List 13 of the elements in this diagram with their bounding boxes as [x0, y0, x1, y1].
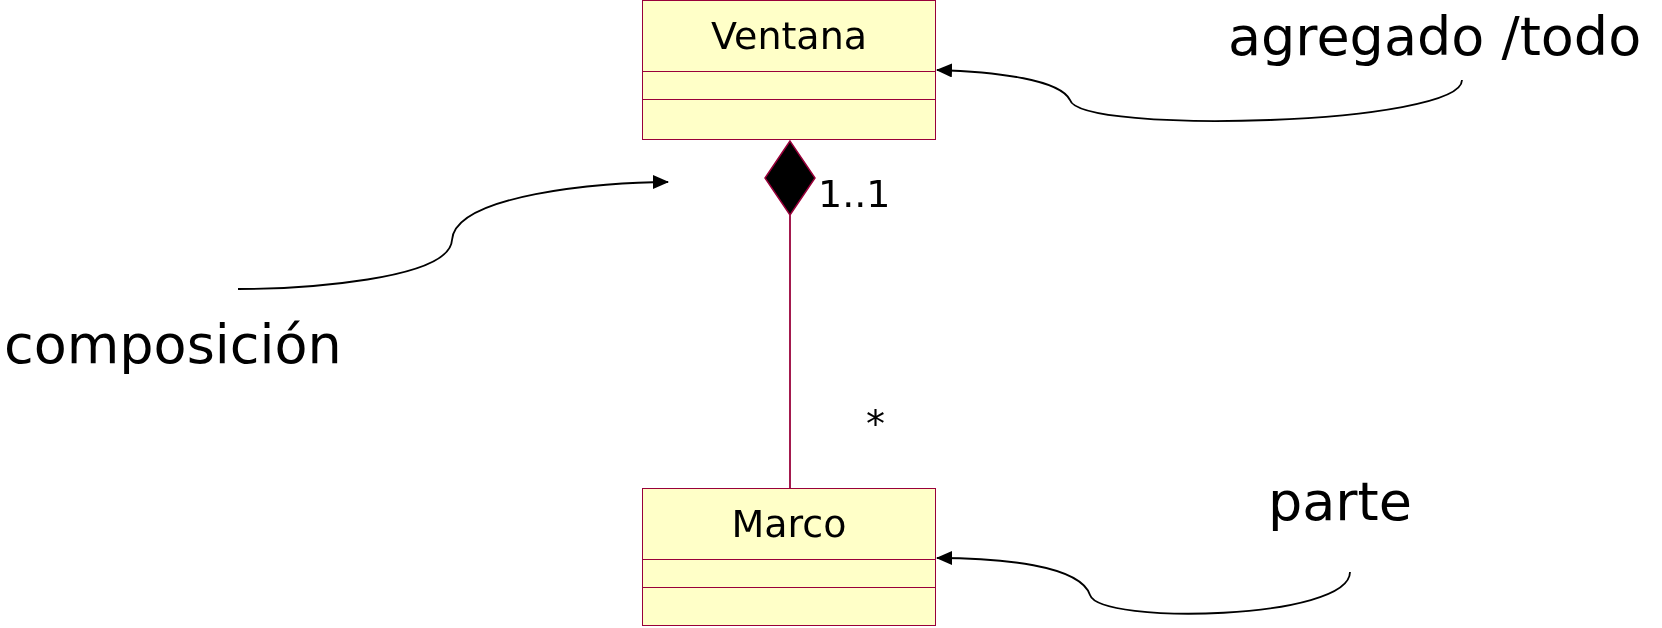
composition-line: [764, 140, 816, 489]
annotation-text: agregado /todo: [1228, 10, 1642, 64]
leader-line: [936, 63, 1463, 122]
annotation-text: composición: [4, 318, 342, 372]
leader-line: [237, 175, 669, 290]
multiplicity-label: *: [866, 405, 885, 443]
leader-line: [936, 551, 1351, 615]
annotation-text: parte: [1268, 475, 1412, 529]
class-name: Ventana: [710, 14, 868, 58]
class-box: [642, 488, 936, 626]
class-box: [642, 0, 936, 140]
class-name: Marco: [731, 502, 847, 546]
multiplicity-label: 1..1: [818, 175, 891, 213]
